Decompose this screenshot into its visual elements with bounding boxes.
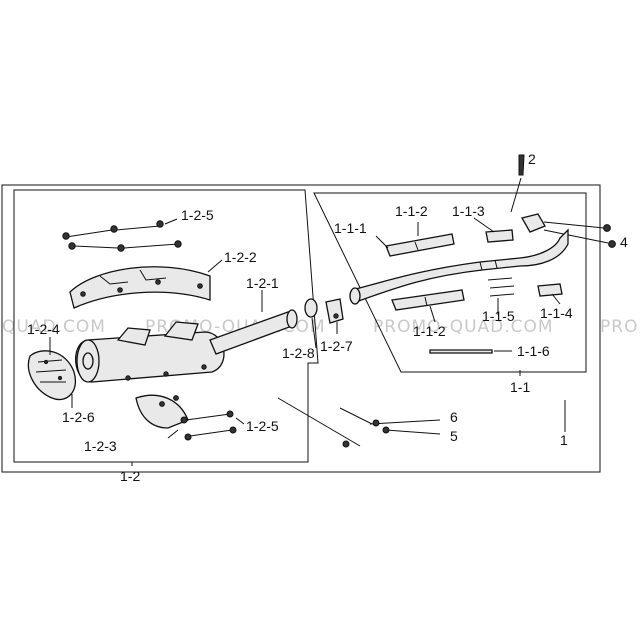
- muffler-body: [75, 321, 225, 383]
- assembly-1-1-frame: [313, 192, 587, 373]
- rod-1-1-6: [429, 349, 493, 354]
- bolts-1-2-5-top: [62, 220, 182, 252]
- inlet-pipe-1-2-1: [209, 309, 298, 355]
- watermark-text: QUAD.COM: [2, 317, 106, 337]
- watermark-text: PROMO-QUAD.COM: [373, 317, 554, 337]
- label-1-2-6: 1-2-6: [62, 409, 95, 425]
- label-1-2-3: 1-2-3: [84, 438, 117, 454]
- bolts-1-2-5-lower: [180, 410, 237, 441]
- label-4: 4: [620, 234, 628, 250]
- label-1-1-2-bottom: 1-1-2: [413, 323, 446, 339]
- lower-shield-1-2-3: [135, 394, 189, 429]
- flange-nuts-4: [521, 213, 616, 248]
- assembly-1-frame: [1, 184, 601, 473]
- end-cap-1-2-4: [27, 350, 77, 401]
- bolts-5-6: [342, 419, 390, 448]
- clamp-1-2-7: [325, 298, 344, 324]
- label-1-2-8: 1-2-8: [282, 345, 315, 361]
- gasket-2: [518, 154, 525, 176]
- label-1-1: 1-1: [510, 379, 530, 395]
- heat-shield-1-2-2: [69, 266, 211, 309]
- springs-1-1-5: [487, 277, 515, 297]
- label-1-2-7: 1-2-7: [320, 338, 353, 354]
- assembly-1-2-frame: [13, 189, 319, 463]
- label-1-1-3: 1-1-3: [452, 203, 485, 219]
- label-1-2-5-bottom: 1-2-5: [246, 418, 279, 434]
- sleeve-1-1-3: [485, 229, 514, 243]
- label-1-1-5: 1-1-5: [482, 308, 515, 324]
- heat-sleeve-1-1-2-top: [385, 233, 455, 257]
- leader-line: [510, 177, 522, 213]
- label-1-2: 1-2: [120, 468, 140, 484]
- label-1-2-4: 1-2-4: [27, 321, 60, 337]
- label-1-1-2-top: 1-1-2: [395, 203, 428, 219]
- gasket-1-2-8: [304, 298, 318, 318]
- label-6: 6: [450, 409, 458, 425]
- heat-sleeve-1-1-2-bottom: [391, 289, 465, 311]
- leader-lines: [49, 217, 566, 466]
- label-1-2-2: 1-2-2: [224, 249, 257, 265]
- label-1-2-5-top: 1-2-5: [181, 207, 214, 223]
- part-labels: 2 1-1-1 1-1-2 1-1-3 4 1-2-5 1-2-2 1-2-1 …: [27, 151, 628, 484]
- label-1-1-6: 1-1-6: [517, 343, 550, 359]
- label-1-1-1: 1-1-1: [334, 220, 367, 236]
- label-2: 2: [528, 151, 536, 167]
- clamp-1-1-4: [537, 283, 563, 297]
- label-5: 5: [450, 428, 458, 444]
- label-1-2-1: 1-2-1: [246, 275, 279, 291]
- header-pipe-1-1-1: [349, 228, 569, 305]
- label-1-1-4: 1-1-4: [540, 305, 573, 321]
- label-1: 1: [560, 432, 568, 448]
- watermark-text: PRO: [600, 317, 638, 337]
